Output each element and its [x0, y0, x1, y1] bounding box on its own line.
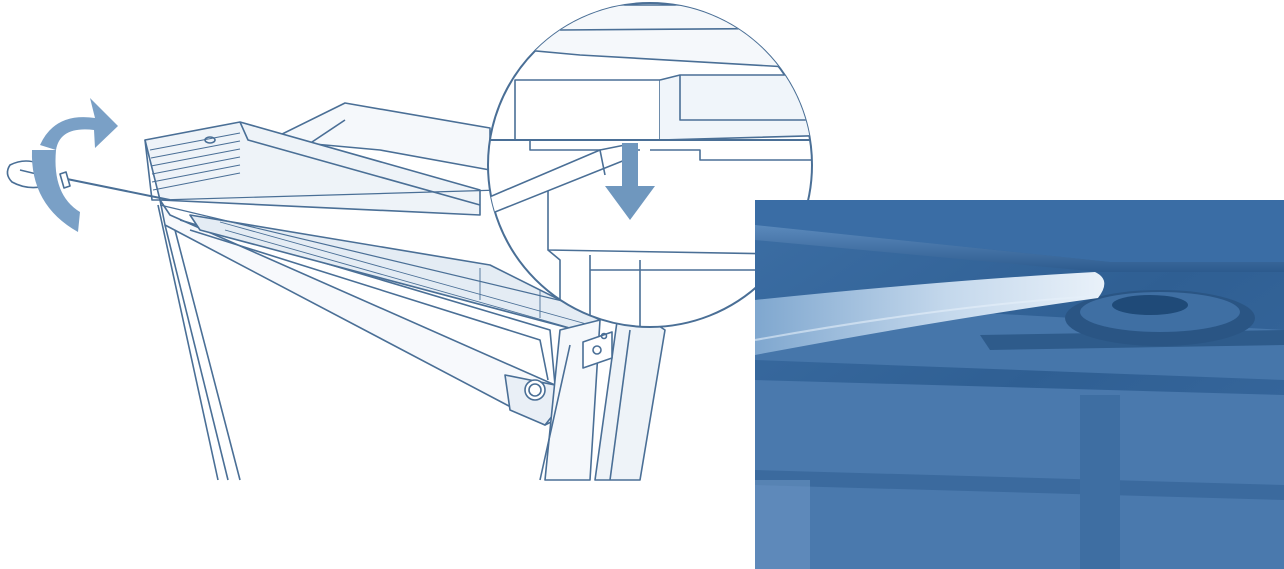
- vent-grille: [149, 132, 241, 191]
- closeup-photo: [754, 200, 1284, 569]
- down-arrow-icon: [605, 143, 655, 220]
- appliance-line-drawing: [6, 102, 666, 481]
- screwdriver: [6, 160, 171, 201]
- rotate-arrow-icon: [31, 98, 118, 232]
